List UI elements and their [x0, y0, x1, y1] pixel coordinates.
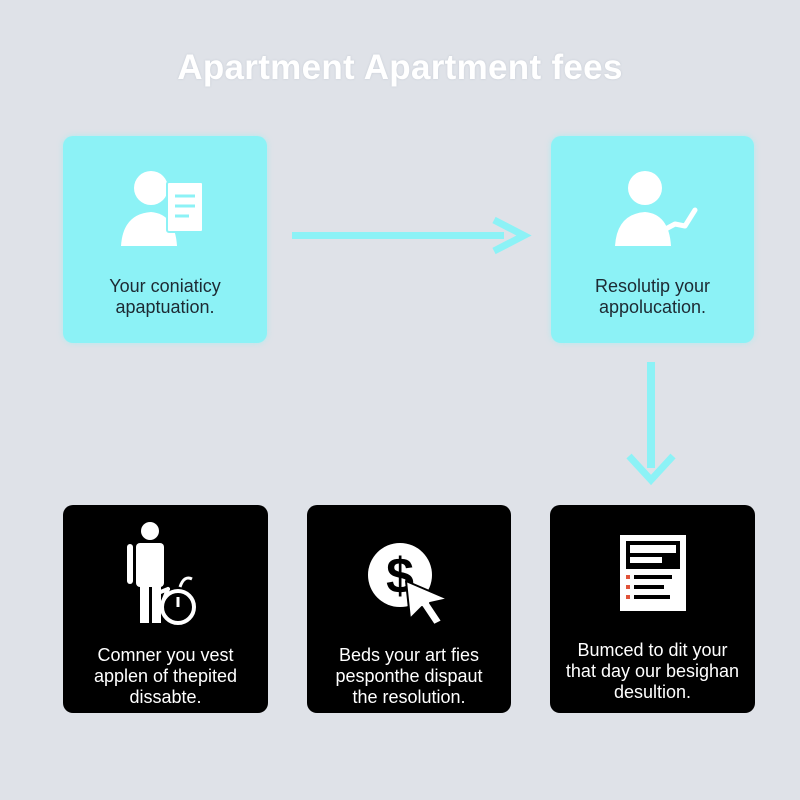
step-card-1-text: Your coniaticy apaptuation.: [109, 276, 221, 317]
person-signing-icon: [551, 164, 754, 254]
arrow-right-icon: [292, 216, 532, 255]
document-list-icon: [550, 531, 755, 617]
person-document-icon: [63, 164, 267, 254]
step-card-3-text: Comner you vest applen of thepited dissa…: [93, 645, 238, 707]
arrow-down-icon: [626, 362, 676, 486]
step-card-1: Your coniaticy apaptuation.: [63, 136, 267, 343]
step-card-2-text: Resolutip your appolucation.: [594, 276, 711, 317]
diagram-title: Apartment Apartment fees: [177, 48, 623, 87]
person-timer-icon: [63, 519, 268, 629]
dollar-cursor-icon: $: [307, 533, 511, 633]
step-card-3: Comner you vest applen of thepited dissa…: [63, 505, 268, 713]
step-card-5-text: Bumced to dit your that day our besighan…: [565, 640, 740, 702]
step-card-2: Resolutip your appolucation.: [551, 136, 754, 343]
step-card-5: Bumced to dit your that day our besighan…: [550, 505, 755, 713]
step-card-4-text: Beds your art fies pesponthe dispaut the…: [335, 645, 483, 707]
step-card-4: $ Beds your art fies pesponthe dispaut t…: [307, 505, 511, 713]
